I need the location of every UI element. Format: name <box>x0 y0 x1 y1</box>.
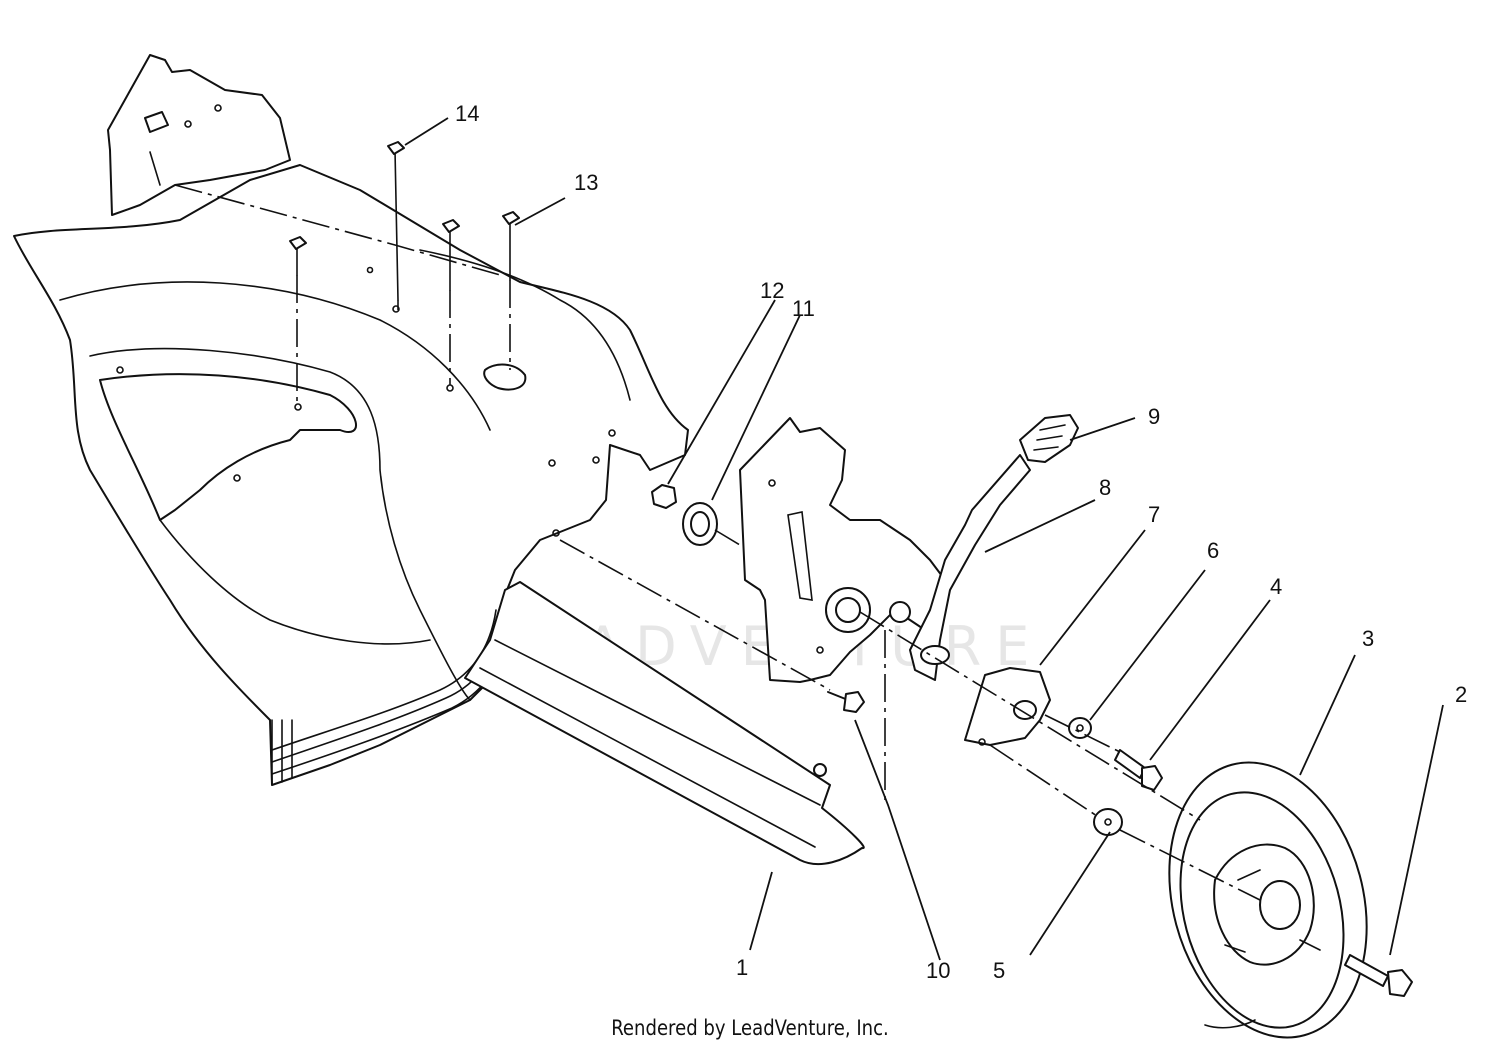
rear-deflector <box>464 581 865 865</box>
callout-10: 10 <box>926 958 950 983</box>
callout-5: 5 <box>993 958 1005 983</box>
washer-small <box>1068 717 1092 739</box>
callout-labels: 1 2 3 4 5 6 7 8 9 10 11 12 13 14 <box>455 101 1467 983</box>
deck-bolts <box>289 141 520 301</box>
bolt <box>827 691 865 713</box>
nut <box>651 484 677 509</box>
callout-8: 8 <box>1099 475 1111 500</box>
shoulder-bolt <box>1114 749 1163 791</box>
footer-credit: Rendered by LeadVenture, Inc. <box>611 1016 889 1040</box>
callout-13: 13 <box>574 170 598 195</box>
height-adjust-lever <box>909 414 1079 681</box>
callout-3: 3 <box>1362 626 1374 651</box>
axle-bolt <box>1344 954 1413 997</box>
mower-deck <box>13 164 689 786</box>
callout-7: 7 <box>1148 502 1160 527</box>
callout-11: 11 <box>792 296 815 321</box>
callout-1: 1 <box>736 955 748 980</box>
callout-4: 4 <box>1270 574 1282 599</box>
callout-2: 2 <box>1455 682 1467 707</box>
bushing <box>682 502 718 546</box>
wheel <box>1168 761 1368 1039</box>
callout-6: 6 <box>1207 538 1219 563</box>
rear-height-bracket <box>107 54 291 216</box>
callout-leaders <box>404 117 1444 961</box>
washer-large <box>1093 808 1123 836</box>
assembly-centerlines <box>174 184 1261 901</box>
callout-9: 9 <box>1148 404 1160 429</box>
callout-14: 14 <box>455 101 479 126</box>
callout-12: 12 <box>760 278 784 303</box>
wheel-bracket <box>964 667 1051 746</box>
